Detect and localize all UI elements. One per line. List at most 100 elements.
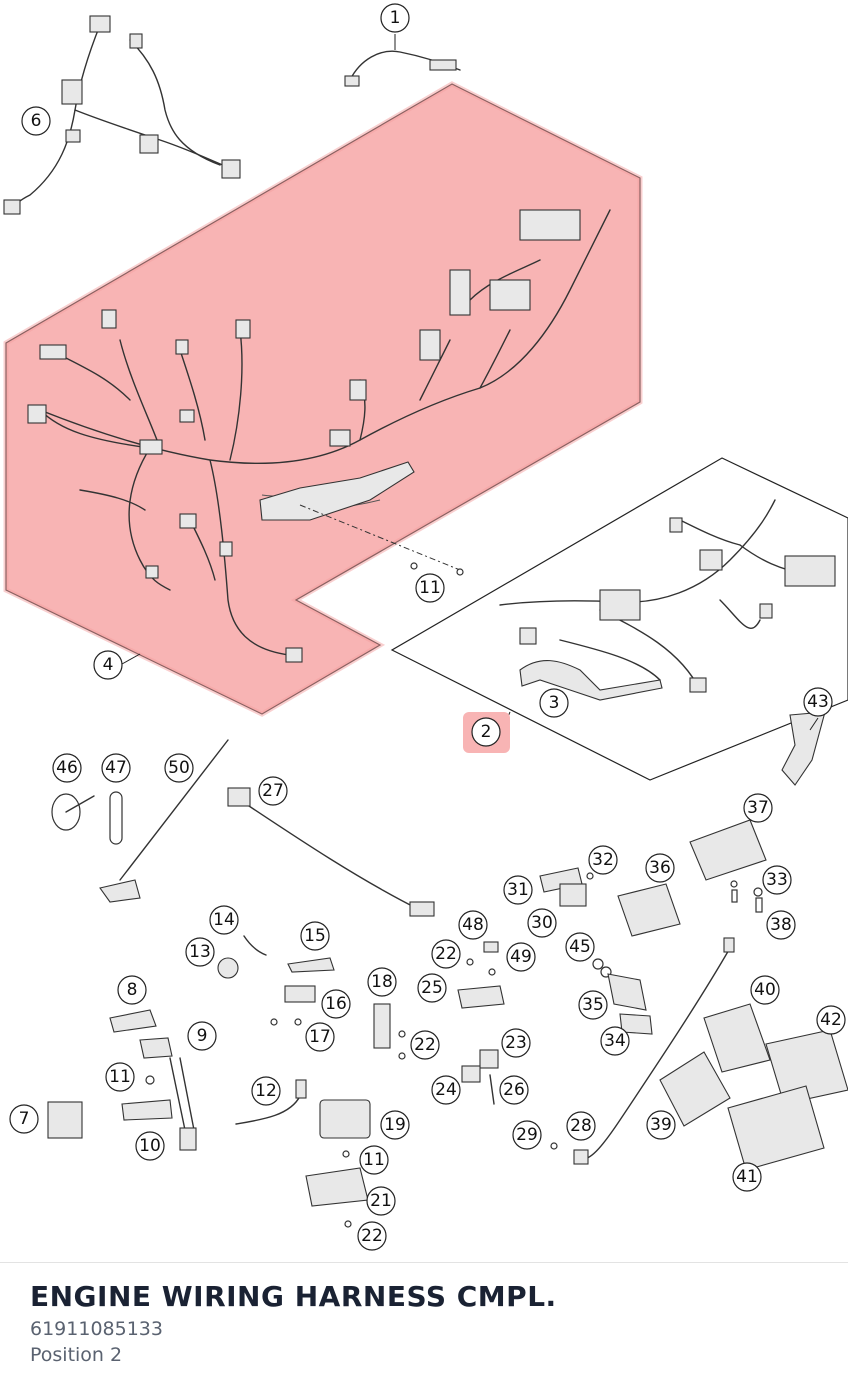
callout-39[interactable]: 39 [646,1110,676,1140]
svg-text:45: 45 [569,937,591,957]
callout-11-dash[interactable]: 11 [359,1145,389,1175]
callout-32[interactable]: 32 [588,845,618,875]
callout-17[interactable]: 17 [305,1022,335,1052]
svg-text:11: 11 [363,1150,385,1170]
selected-part-glow [3,81,643,717]
exploded-parts-diagram: 1 2 3 4 6 7 8 9 10 11 11 11 12 13 14 15 … [3,3,848,1251]
callout-18[interactable]: 18 [367,967,397,997]
svg-text:17: 17 [309,1027,331,1047]
callout-22-base[interactable]: 22 [357,1221,387,1251]
part-number: 61911085133 [30,1318,163,1340]
callout-50[interactable]: 50 [164,753,194,783]
callout-12[interactable]: 12 [251,1076,281,1106]
svg-text:49: 49 [510,947,532,967]
svg-text:4: 4 [103,655,114,675]
svg-text:15: 15 [304,926,326,946]
callout-49[interactable]: 49 [506,942,536,972]
svg-text:13: 13 [189,942,211,962]
callout-42[interactable]: 42 [816,1005,846,1035]
callout-19[interactable]: 19 [380,1110,410,1140]
callout-2[interactable]: 2 [463,712,510,753]
svg-text:22: 22 [361,1226,383,1246]
callout-40[interactable]: 40 [750,975,780,1005]
callout-26[interactable]: 26 [499,1075,529,1105]
callout-1[interactable]: 1 [380,3,410,33]
svg-text:21: 21 [370,1191,392,1211]
svg-text:47: 47 [105,758,127,778]
callout-25[interactable]: 25 [417,973,447,1003]
callout-28[interactable]: 28 [566,1111,596,1141]
svg-text:37: 37 [747,798,769,818]
svg-text:18: 18 [371,972,393,992]
callout-21[interactable]: 21 [366,1186,396,1216]
callout-22-holder[interactable]: 22 [410,1030,440,1060]
svg-text:29: 29 [516,1125,538,1145]
svg-text:32: 32 [592,850,614,870]
callout-13[interactable]: 13 [185,937,215,967]
callout-35[interactable]: 35 [578,990,608,1020]
callout-9[interactable]: 9 [187,1021,217,1051]
callout-22-bracket[interactable]: 22 [431,939,461,969]
callout-48[interactable]: 48 [458,910,488,940]
svg-text:26: 26 [503,1080,525,1100]
svg-text:7: 7 [19,1109,30,1129]
callout-4[interactable]: 4 [93,650,123,680]
svg-text:34: 34 [604,1031,626,1051]
callout-15[interactable]: 15 [300,921,330,951]
svg-text:46: 46 [56,758,78,778]
svg-text:38: 38 [770,915,792,935]
divider [0,1262,848,1263]
svg-text:6: 6 [31,111,42,131]
callout-3[interactable]: 3 [539,688,569,718]
svg-text:11: 11 [109,1067,131,1087]
callout-6[interactable]: 6 [21,106,51,136]
callout-29[interactable]: 29 [512,1120,542,1150]
svg-text:1: 1 [390,8,401,28]
svg-text:9: 9 [197,1026,208,1046]
svg-text:42: 42 [820,1010,842,1030]
svg-text:50: 50 [168,758,190,778]
callout-16[interactable]: 16 [321,989,351,1019]
callout-37[interactable]: 37 [743,793,773,823]
callout-8[interactable]: 8 [117,975,147,1005]
callout-46[interactable]: 46 [52,753,82,783]
svg-text:22: 22 [414,1035,436,1055]
svg-text:39: 39 [650,1115,672,1135]
callout-36[interactable]: 36 [645,853,675,883]
part-info-panel: ENGINE WIRING HARNESS CMPL. 61911085133 … [30,1278,557,1368]
callout-43[interactable]: 43 [803,687,833,717]
callout-47[interactable]: 47 [101,753,131,783]
svg-text:43: 43 [807,692,829,712]
callout-30[interactable]: 30 [527,908,557,938]
svg-text:14: 14 [213,910,235,930]
callout-11-bracket[interactable]: 11 [105,1062,135,1092]
callout-38[interactable]: 38 [766,910,796,940]
callout-27[interactable]: 27 [258,776,288,806]
svg-text:41: 41 [736,1167,758,1187]
harness-6-drawing [3,15,241,215]
callout-23[interactable]: 23 [501,1028,531,1058]
svg-text:8: 8 [127,980,138,1000]
loose-parts-drawing [47,739,848,1228]
svg-text:25: 25 [421,978,443,998]
svg-text:2: 2 [481,722,492,742]
svg-text:48: 48 [462,915,484,935]
callout-34[interactable]: 34 [600,1026,630,1056]
svg-text:36: 36 [649,858,671,878]
callout-31[interactable]: 31 [503,875,533,905]
callout-14[interactable]: 14 [209,905,239,935]
sub-assembly-panel [390,457,848,781]
part-position: Position 2 [30,1344,123,1366]
callout-41[interactable]: 41 [732,1162,762,1192]
callout-10[interactable]: 10 [135,1131,165,1161]
svg-text:11: 11 [419,578,441,598]
svg-text:12: 12 [255,1081,277,1101]
callout-24[interactable]: 24 [431,1075,461,1105]
callout-7[interactable]: 7 [9,1104,39,1134]
callout-11-harness[interactable]: 11 [415,573,445,603]
svg-text:16: 16 [325,994,347,1014]
callout-45[interactable]: 45 [565,932,595,962]
main-harness-drawing [27,209,611,663]
callout-33[interactable]: 33 [762,865,792,895]
part-title: ENGINE WIRING HARNESS CMPL. [30,1280,557,1313]
